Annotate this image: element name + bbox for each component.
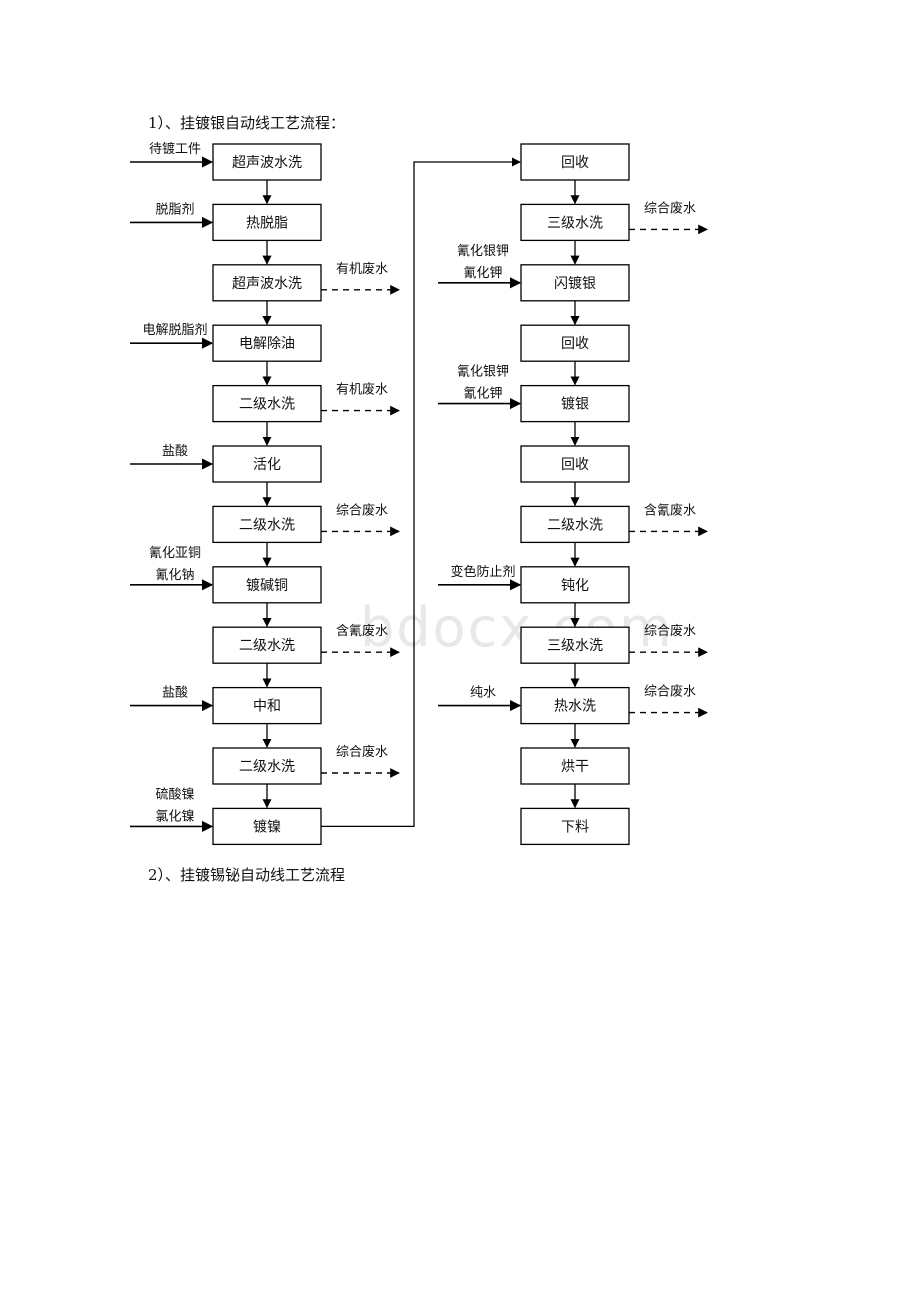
left-step-label: 中和 (253, 699, 281, 715)
right-step-label: 钝化 (561, 578, 589, 594)
left-input-label: 硫酸镍 (155, 787, 194, 802)
right-step-label: 二级水洗 (547, 517, 603, 533)
right-step-label: 下料 (561, 819, 589, 835)
left-step-label: 超声波水洗 (232, 155, 302, 171)
left-output-label: 有机废水 (336, 382, 388, 398)
right-step-label: 三级水洗 (547, 638, 603, 654)
right-output-label: 含氰废水 (644, 502, 696, 518)
right-output-label: 综合废水 (644, 684, 696, 700)
section-2-heading: 2）、挂镀锡铋自动线工艺流程 (148, 866, 346, 884)
right-output-label: 综合废水 (644, 623, 696, 639)
right-step-box (520, 686, 630, 725)
right-input-label: 纯水 (470, 686, 496, 701)
left-step-label: 镀镍 (253, 818, 281, 835)
right-step-label: 烘干 (561, 759, 589, 775)
left-step-label: 二级水洗 (239, 397, 295, 413)
left-step-box (212, 686, 322, 725)
left-step-label: 二级水洗 (239, 759, 295, 775)
right-step-label: 镀银 (561, 396, 589, 413)
right-step-box (520, 566, 630, 604)
left-step-box (212, 324, 322, 362)
right-step-label: 热水洗 (554, 699, 596, 715)
left-step-label: 活化 (253, 457, 281, 473)
right-step-label: 回收 (561, 155, 589, 171)
left-input-label: 氰化亚铜 (149, 545, 201, 561)
right-step-box (520, 445, 630, 483)
right-step-label: 回收 (561, 457, 589, 473)
column-connector-arrow (321, 157, 521, 828)
right-step-box (520, 505, 630, 544)
right-input-label: 变色防止剂 (450, 564, 515, 580)
right-step-label: 回收 (561, 336, 589, 352)
right-step-box (520, 143, 630, 181)
section-1-heading: 1）、挂镀银自动线工艺流程： (148, 114, 346, 132)
left-output-label: 有机废水 (336, 261, 388, 277)
right-step-box (520, 324, 630, 362)
left-step-label: 镀碱铜 (246, 577, 288, 594)
right-step-label: 闪镀银 (554, 275, 596, 292)
right-input-label: 氰化银钾 (457, 364, 509, 380)
right-input-label: 氰化钾 (463, 265, 502, 281)
left-step-label: 电解除油 (239, 336, 295, 352)
left-input-label: 盐酸 (162, 686, 188, 701)
left-step-label: 二级水洗 (239, 517, 295, 533)
right-step-label: 三级水洗 (547, 215, 603, 231)
left-output-label: 综合废水 (336, 744, 388, 760)
left-output-label: 含氰废水 (336, 623, 388, 639)
left-step-box (212, 143, 322, 181)
left-step-box (212, 626, 322, 664)
left-step-box (212, 384, 322, 423)
right-input-label: 氰化银钾 (457, 243, 509, 259)
left-step-box (212, 807, 322, 846)
left-input-label: 电解脱脂剂 (142, 323, 207, 338)
right-input-label: 氰化钾 (463, 386, 502, 402)
right-step-box (520, 384, 630, 423)
left-input-label: 脱脂剂 (155, 202, 194, 217)
right-output-label: 综合废水 (644, 200, 696, 216)
left-step-label: 超声波水洗 (232, 276, 302, 292)
left-input-label: 氯化镍 (155, 809, 194, 824)
left-step-box (212, 747, 322, 785)
left-input-label: 氰化钠 (155, 567, 194, 583)
left-step-box (212, 505, 322, 544)
left-step-label: 二级水洗 (239, 638, 295, 654)
left-output-label: 综合废水 (336, 502, 388, 518)
left-step-box (212, 203, 322, 242)
left-input-label: 盐酸 (162, 444, 188, 459)
right-step-box (520, 807, 630, 846)
left-input-label: 待镀工件 (149, 141, 201, 157)
left-step-label: 热脱脂 (246, 215, 288, 231)
